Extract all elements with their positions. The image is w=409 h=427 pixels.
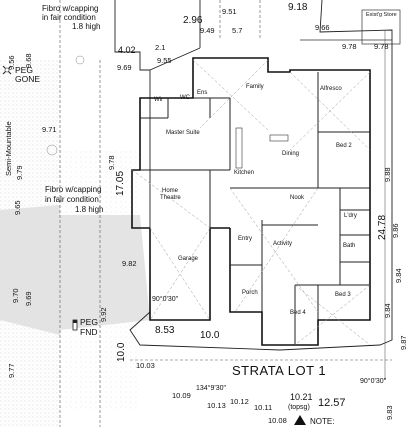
setback-lines: [59, 0, 392, 427]
room-activity: Activity: [273, 241, 293, 247]
level-label: 9.84: [394, 268, 403, 283]
strata-lot-label: STRATA LOT 1: [232, 363, 327, 378]
peg-fnd-label: PEG: [80, 317, 98, 327]
level-label: 9.49: [200, 26, 215, 35]
level-label: 9.79: [15, 165, 24, 180]
room-bed3: Bed 3: [335, 292, 351, 298]
room-bed4: Bed 4: [290, 310, 306, 316]
level-label: 9.77: [7, 363, 16, 378]
room-entry: Entry: [238, 236, 253, 242]
level-label: 17.05: [115, 170, 126, 196]
level-label: 10.11: [254, 403, 273, 412]
level-label: 9.51: [222, 7, 237, 16]
fibro-fence-note: Fibro w/capping: [45, 185, 102, 194]
level-label: 10.0: [200, 330, 220, 341]
bearing-label: 90°0'30": [360, 378, 387, 385]
room-bed2: Bed 2: [336, 143, 352, 149]
level-label: 9.69: [24, 291, 33, 306]
room-porch: Porch: [242, 290, 258, 296]
level-label: 9.18: [288, 2, 308, 13]
level-label: 10.03: [136, 361, 155, 370]
kitchen-island: [235, 127, 243, 169]
peg-fnd-icon: [72, 319, 78, 331]
peg-gone-label: GONE: [15, 74, 41, 84]
level-label: 2.1: [155, 43, 166, 52]
fibro-fence-note: in fair condition: [42, 13, 96, 22]
level-label: 10.21: [290, 392, 313, 402]
level-label: 9.87: [399, 335, 408, 350]
note-label: NOTE:: [310, 417, 335, 426]
roof-lines: [131, 59, 371, 346]
level-label: 10.13: [207, 401, 226, 410]
level-label: 5.7: [232, 26, 243, 35]
room-family: Family: [246, 84, 264, 90]
level-label: 9.92: [99, 307, 108, 322]
level-label: 9.78: [107, 155, 116, 170]
room-ens: Ens: [197, 90, 208, 96]
level-label: 9.78: [374, 42, 389, 51]
fibro-fence-note: 1.8 high: [72, 22, 101, 31]
level-label: 9.83: [385, 405, 394, 420]
level-label: 9.88: [383, 167, 392, 182]
room-dining: Dining: [282, 151, 300, 157]
peg-fnd-label: FND: [80, 327, 98, 337]
level-label: 9.78: [342, 42, 357, 51]
room-wir: Wir: [154, 97, 163, 103]
bearing-label: 134°9'30": [196, 385, 226, 392]
level-label: 10.0: [116, 342, 127, 362]
room-home-theatre: Theatre: [160, 195, 181, 201]
room-alfresco: Alfresco: [320, 86, 342, 92]
existing-store: [361, 9, 401, 45]
level-label: 9.69: [117, 63, 132, 72]
existing-store-label: Exist'g Store: [366, 12, 397, 18]
lot-boundary: [114, 0, 393, 351]
level-label: 12.57: [318, 397, 346, 409]
road-name-label: Semi-Mountable: [4, 121, 13, 176]
level-label: 2.96: [183, 15, 203, 26]
room-kitchen: Kitchen: [234, 170, 255, 176]
level-label: 9.66: [315, 23, 330, 32]
topsg-label: (topsg): [288, 404, 310, 411]
room-garage: Garage: [178, 256, 199, 262]
room-master-suite: Master Suite: [166, 130, 200, 136]
tree-icon: [75, 55, 85, 65]
room-wc: WC: [180, 95, 190, 101]
fibro-fence-note: 1.8 high: [75, 205, 104, 214]
level-label: 10.12: [230, 397, 249, 406]
room-home-theatre: Home: [162, 188, 179, 194]
crossover: [0, 205, 60, 335]
bearing-label: 90°0'30": [152, 296, 179, 303]
fibro-fence-note: in fair condition: [45, 195, 99, 204]
level-label: 10.08: [268, 416, 287, 425]
interior-walls: [140, 72, 370, 345]
peg-gone-icon: [2, 65, 12, 75]
level-label: 9.71: [42, 125, 57, 134]
level-label: 9.65: [13, 200, 22, 215]
level-label: 24.78: [377, 214, 388, 240]
level-label: 9.70: [11, 288, 20, 303]
driveway: [60, 215, 150, 330]
fibro-fence-note: Fibro w/capping: [42, 4, 99, 13]
room-nook: Nook: [290, 195, 305, 201]
room-ldry: L'dry: [344, 213, 357, 219]
note-arrow-icon: [294, 415, 306, 425]
tree-icon: [46, 144, 58, 156]
kitchen-bench: [269, 134, 289, 142]
level-label: 9.86: [391, 223, 400, 238]
level-label: 8.53: [155, 325, 175, 336]
room-bath: Bath: [343, 243, 356, 249]
level-label: 10.09: [172, 391, 191, 400]
peg-gone-label: PEG: [15, 65, 33, 75]
level-label: 9.82: [122, 259, 137, 268]
level-label: 9.55: [157, 56, 172, 65]
level-label: 4.02: [118, 45, 136, 55]
house-walls: [131, 57, 371, 346]
level-label: 9.84: [383, 303, 392, 318]
